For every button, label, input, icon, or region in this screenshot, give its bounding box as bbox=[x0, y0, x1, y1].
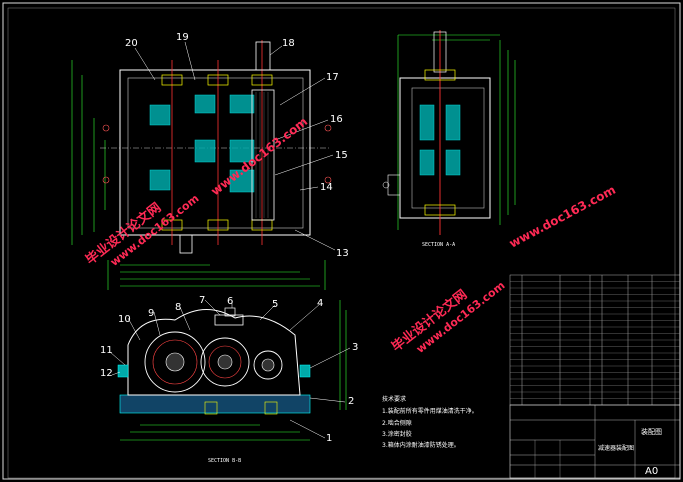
part-label-4: 4 bbox=[317, 298, 323, 309]
part-label-5: 5 bbox=[272, 299, 278, 310]
sheet-size: A0 bbox=[645, 466, 658, 477]
part-label-9: 9 bbox=[148, 308, 154, 319]
drawing-title: 减速器装配图 bbox=[598, 444, 634, 452]
top-view-section: 20 19 18 17 16 15 14 13 bbox=[71, 32, 349, 290]
part-label-7: 7 bbox=[199, 295, 205, 306]
watermark-3: 毕业设计论文网 www.doc163.com bbox=[389, 279, 508, 356]
svg-text:www.doc163.com: www.doc163.com bbox=[507, 183, 618, 251]
notes-line-4: 3.箱体内涂耐油漆防锈处理。 bbox=[382, 441, 460, 449]
front-view-section-b-b: 10 9 8 7 6 5 4 3 11 12 2 1 SECTION B-B bbox=[100, 295, 358, 464]
technical-notes: 技术要求 1.装配前所有零件用煤油清洗干净。 2.啮合侧隙 3.涂密封胶 3.箱… bbox=[382, 395, 478, 449]
watermark-2: www.doc163.com bbox=[208, 114, 310, 198]
section-a-a-title: SECTION A-A bbox=[422, 242, 455, 248]
notes-line-2: 2.啮合侧隙 bbox=[382, 419, 412, 427]
part-label-10: 10 bbox=[118, 314, 131, 325]
part-label-6: 6 bbox=[227, 296, 233, 307]
svg-text:www.doc163.com: www.doc163.com bbox=[208, 114, 310, 198]
part-label-19: 19 bbox=[176, 32, 189, 43]
part-label-18: 18 bbox=[282, 38, 295, 49]
part-label-8: 8 bbox=[175, 302, 181, 313]
part-label-14: 14 bbox=[320, 182, 333, 193]
part-label-11: 11 bbox=[100, 345, 113, 356]
part-label-16: 16 bbox=[330, 114, 343, 125]
notes-title: 技术要求 bbox=[382, 395, 406, 403]
part-label-20: 20 bbox=[125, 38, 138, 49]
drawing-inner-border bbox=[7, 7, 676, 479]
part-label-13: 13 bbox=[336, 248, 349, 259]
drawing-code: 装配图 bbox=[641, 427, 662, 436]
part-label-2: 2 bbox=[348, 396, 354, 407]
title-block: 减速器装配图 装配图 A0 bbox=[509, 404, 681, 479]
notes-line-1: 1.装配前所有零件用煤油清洗干净。 bbox=[382, 407, 478, 415]
part-label-12: 12 bbox=[100, 368, 113, 379]
parts-list-rows bbox=[510, 281, 680, 399]
section-b-b-title: SECTION B-B bbox=[208, 458, 241, 464]
part-label-15: 15 bbox=[335, 150, 348, 161]
notes-line-3: 3.涂密封胶 bbox=[382, 430, 412, 438]
part-label-1: 1 bbox=[326, 433, 332, 444]
side-view-section-a-a: SECTION A-A bbox=[382, 30, 516, 248]
part-label-3: 3 bbox=[352, 342, 358, 353]
watermark-4: www.doc163.com bbox=[507, 183, 618, 251]
watermark-1: 毕业设计论文网 www.doc163.com bbox=[83, 192, 202, 269]
part-label-17: 17 bbox=[326, 72, 339, 83]
